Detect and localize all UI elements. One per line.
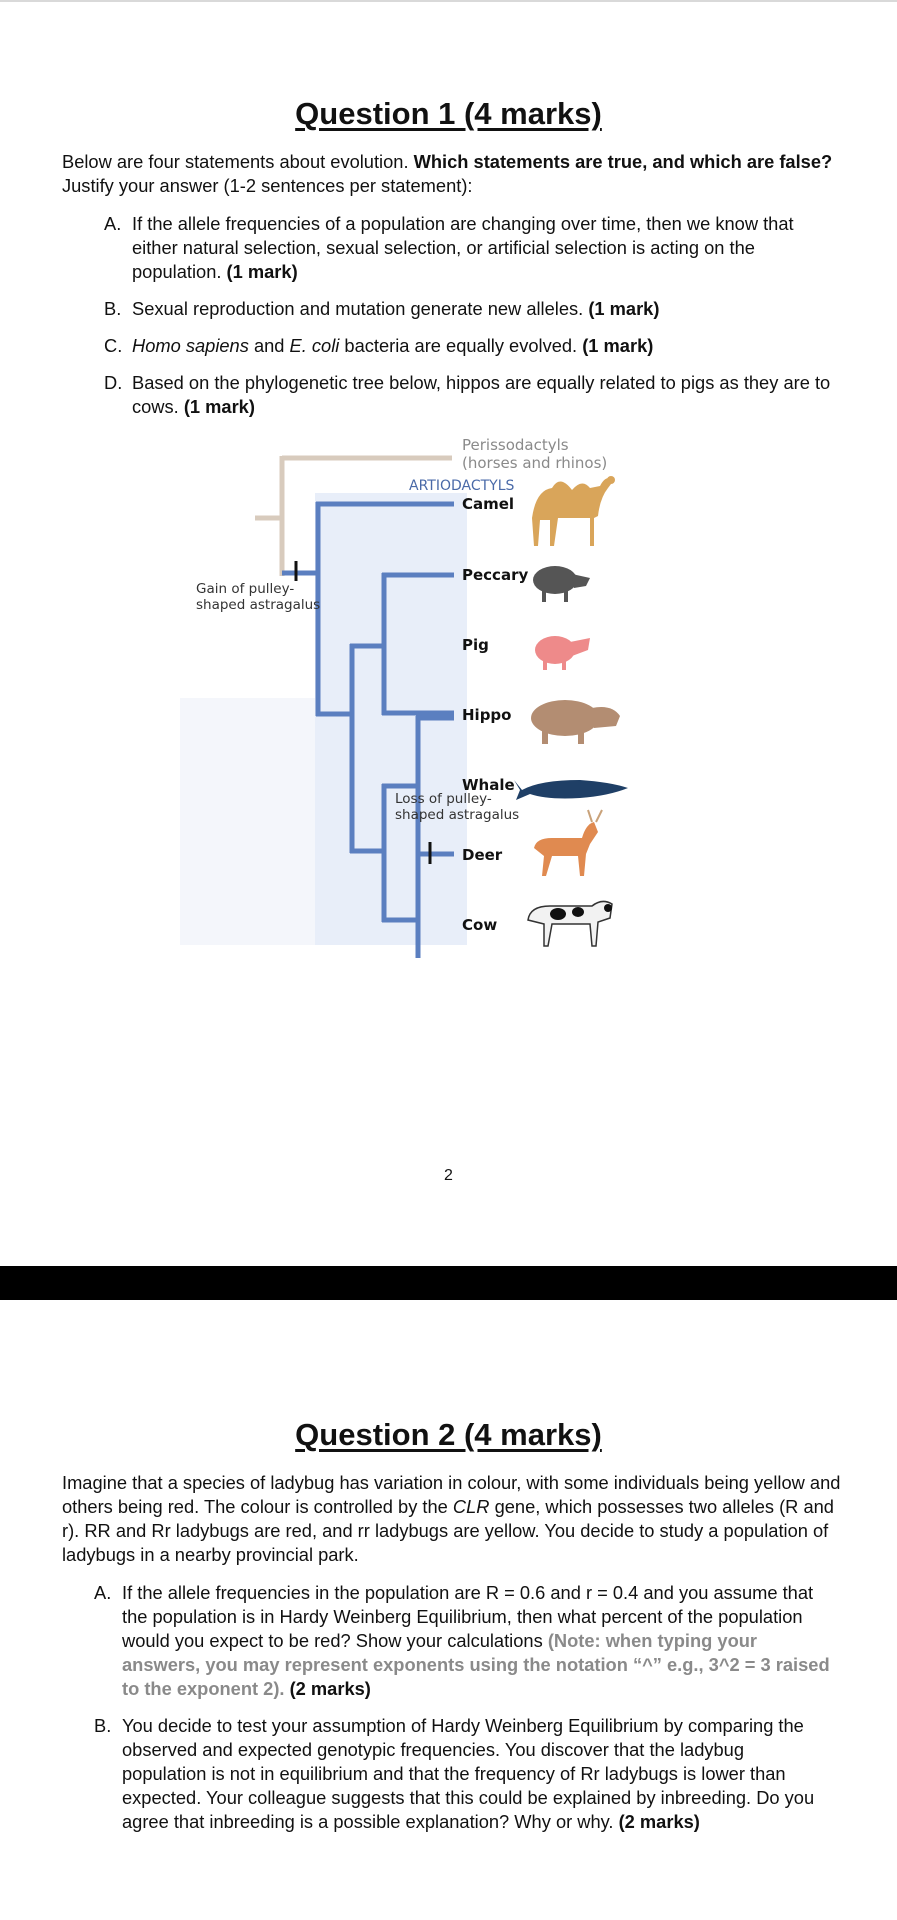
- statement-text: Sexual reproduction and mutation generat…: [132, 298, 589, 319]
- page-number: 2: [444, 1167, 453, 1184]
- taxon-cow: Cow: [462, 916, 497, 934]
- gain-label-line2: shaped astragalus: [196, 597, 320, 613]
- document-page-1: Question 1 (4 marks) Below are four stat…: [62, 96, 842, 1184]
- part-text: You decide to test your assumption of Ha…: [122, 1715, 815, 1832]
- pig-icon: [535, 636, 590, 670]
- outgroup-label-line1: Perissodactyls: [462, 436, 569, 454]
- loss-label-line1: Loss of pulley-: [395, 791, 492, 807]
- part-note: (Note: when typing your answers, you may…: [122, 1630, 830, 1699]
- question-2-intro: Imagine that a species of ladybug has va…: [62, 1471, 842, 1567]
- hippo-icon: [531, 700, 620, 744]
- outgroup-branches: [255, 455, 452, 576]
- taxon-whale: Whale: [462, 776, 515, 794]
- question-1-intro: Below are four statements about evolutio…: [62, 150, 842, 198]
- cow-icon: [527, 900, 613, 947]
- statement-text: If the allele frequencies of a populatio…: [132, 213, 794, 282]
- deer-icon: [534, 809, 603, 876]
- question-2-title: Question 2 (4 marks): [295, 1417, 602, 1452]
- statement-a: A. If the allele frequencies of a popula…: [104, 212, 832, 284]
- clade-label: ARTIODACTYLS: [409, 478, 515, 494]
- camel-icon: [532, 476, 615, 546]
- statement-mark: (1 mark): [183, 396, 255, 417]
- question-1-intro-bold: Which statements are true, and which are…: [413, 151, 833, 172]
- part-text: If the allele frequencies in the populat…: [122, 1582, 814, 1651]
- taxon-deer: Deer: [462, 846, 503, 864]
- gene-name: CLR: [452, 1496, 490, 1517]
- part-letter: B.: [94, 1715, 112, 1736]
- statement-b: B. Sexual reproduction and mutation gene…: [104, 297, 832, 321]
- gain-label-line1: Gain of pulley-: [196, 581, 294, 597]
- document-page-2: Question 2 (4 marks) Imagine that a spec…: [0, 1300, 897, 1920]
- statement-mark: (1 mark): [588, 298, 660, 319]
- part-b: B. You decide to test your assumption of…: [94, 1714, 832, 1834]
- phylogenetic-tree-figure: Perissodactyls (horses and rhinos) ARTIO…: [180, 436, 628, 958]
- statement-letter: A.: [104, 213, 122, 234]
- question-1-intro-start: Below are four statements about evolutio…: [62, 151, 414, 172]
- artiodactyl-branches: [282, 501, 454, 958]
- statement-letter: C.: [104, 335, 123, 356]
- statement-c: C. Homo sapiens and E. coli bacteria are…: [104, 334, 832, 358]
- question-1-statements: A. If the allele frequencies of a popula…: [104, 212, 832, 419]
- statement-text: Based on the phylogenetic tree below, hi…: [132, 372, 831, 417]
- species-name: E. coli: [289, 335, 340, 356]
- statement-text: bacteria are equally evolved.: [339, 335, 583, 356]
- part-mark: (2 marks): [618, 1811, 700, 1832]
- top-border: [0, 0, 897, 2]
- statement-mark: (1 mark): [226, 261, 298, 282]
- peccary-icon: [533, 566, 590, 602]
- taxon-peccary: Peccary: [462, 566, 528, 584]
- question-1-intro-end: Justify your answer (1-2 sentences per s…: [62, 175, 473, 196]
- whale-icon: [514, 780, 628, 800]
- question-2-intro-start: Imagine that a species of ladybug has va…: [62, 1472, 841, 1517]
- question-2-intro-end: gene, which possesses two alleles (R and…: [62, 1496, 834, 1565]
- loss-label-line2: shaped astragalus: [395, 807, 519, 823]
- question-2-parts: A. If the allele frequencies in the popu…: [94, 1581, 832, 1834]
- taxon-camel: Camel: [462, 495, 514, 513]
- part-letter: A.: [94, 1582, 112, 1603]
- statement-text: and: [248, 335, 290, 356]
- statement-letter: B.: [104, 298, 122, 319]
- statement-d: D. Based on the phylogenetic tree below,…: [104, 371, 832, 419]
- outgroup-label-line2: (horses and rhinos): [462, 454, 607, 472]
- statement-letter: D.: [104, 372, 123, 393]
- part-mark: (2 marks): [284, 1678, 371, 1699]
- question-1-title: Question 1 (4 marks): [295, 96, 602, 131]
- taxon-hippo: Hippo: [462, 706, 511, 724]
- page-divider: [0, 1266, 897, 1300]
- figure-background-shade: [180, 698, 315, 945]
- part-a: A. If the allele frequencies in the popu…: [94, 1581, 832, 1701]
- statement-mark: (1 mark): [582, 335, 654, 356]
- species-name: Homo sapiens: [132, 335, 249, 356]
- taxon-pig: Pig: [462, 636, 489, 654]
